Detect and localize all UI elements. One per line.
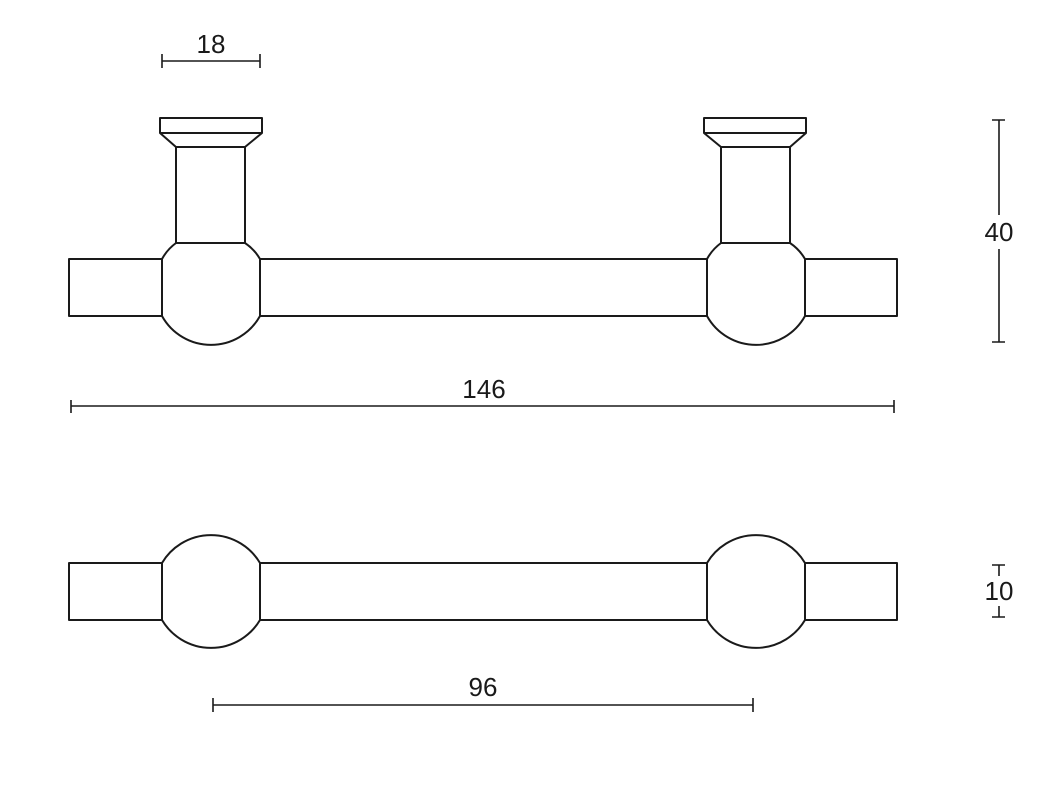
dimension-post-width-label: 18 <box>197 29 226 59</box>
side-post-right <box>720 146 791 243</box>
side-knuckle-left <box>161 242 261 346</box>
side-cap-left <box>159 117 263 148</box>
top-knuckle-right <box>706 534 806 649</box>
side-view <box>68 117 898 346</box>
top-bar-left-end <box>68 562 163 621</box>
dimension-bar-thickness-label: 10 <box>985 576 1014 606</box>
side-cap-right <box>703 117 807 148</box>
side-bar-right-end <box>804 258 898 317</box>
top-bar-right-end <box>804 562 898 621</box>
side-bar-left-end <box>68 258 163 317</box>
dimension-center-distance-label: 96 <box>469 672 498 702</box>
top-view <box>68 534 898 649</box>
dimension-overall-height-label: 40 <box>985 217 1014 247</box>
side-bar-middle <box>259 258 708 317</box>
top-knuckle-left <box>161 534 261 649</box>
dimension-overall-length-label: 146 <box>462 374 505 404</box>
side-post-left <box>175 146 246 243</box>
side-knuckle-right <box>706 242 806 346</box>
dimension-overall-length: 146 <box>70 374 895 413</box>
dimension-center-distance: 96 <box>212 672 754 712</box>
top-bar-middle <box>259 562 708 621</box>
dimension-post-width: 18 <box>161 29 261 68</box>
dimension-bar-thickness: 10 <box>983 564 1017 618</box>
dimension-overall-height: 40 <box>983 119 1017 343</box>
